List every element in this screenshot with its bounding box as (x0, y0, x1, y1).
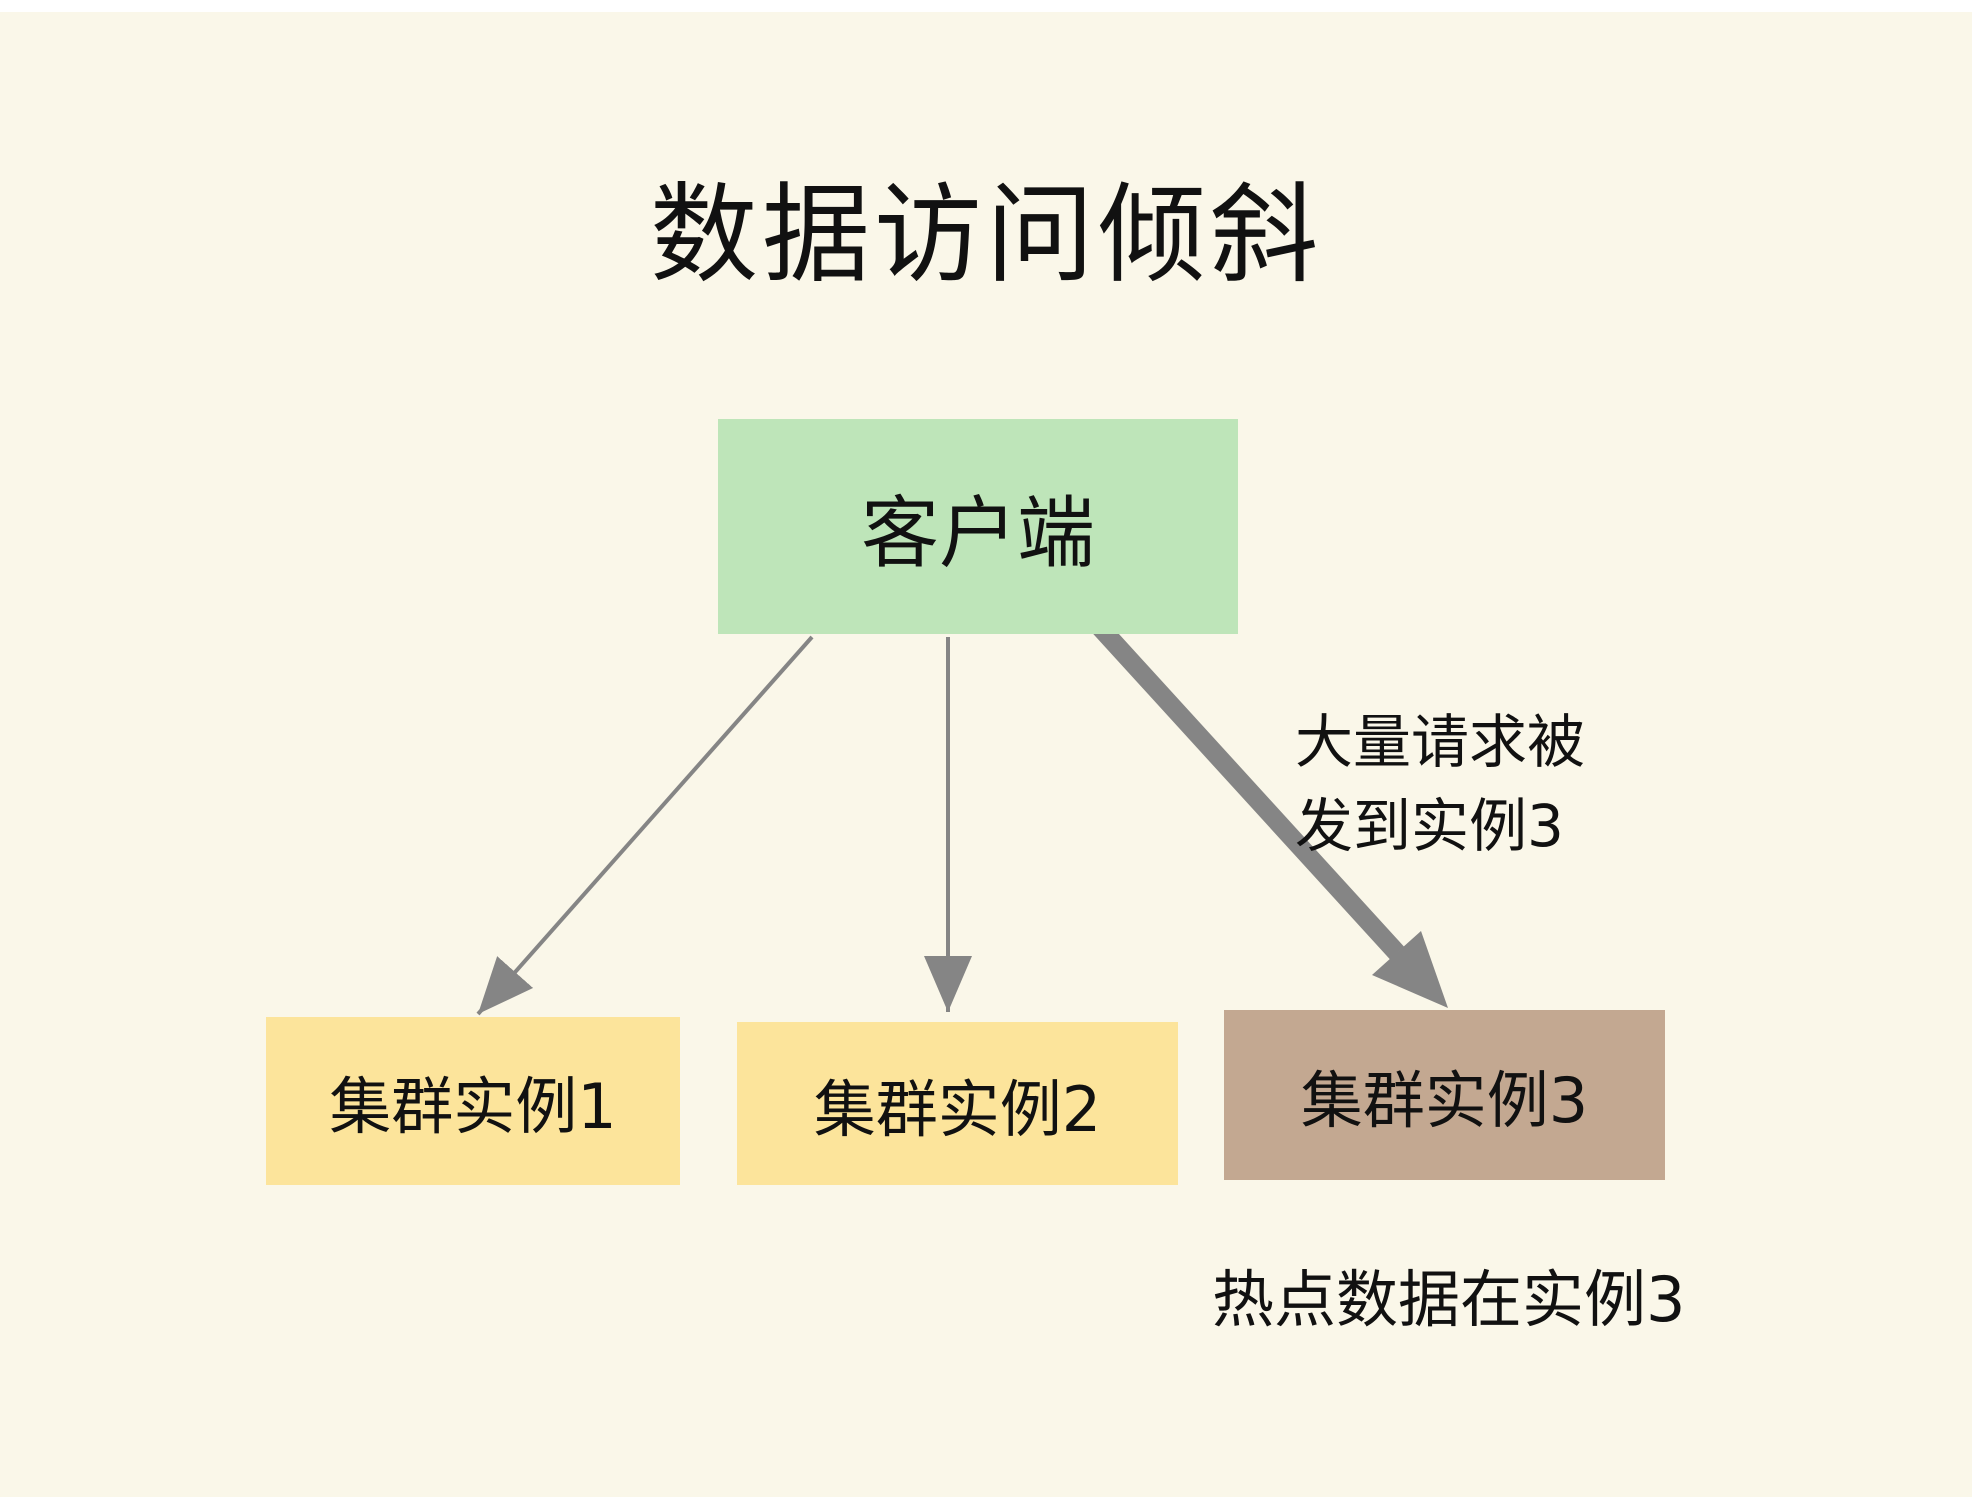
top-white-strip (0, 0, 1972, 12)
instance-3-box: 集群实例3 (1224, 1010, 1665, 1180)
diagram-title: 数据访问倾斜 (649, 173, 1322, 298)
instance-1-label: 集群实例1 (329, 1070, 617, 1143)
arrow-client-to-instance-1-icon (476, 635, 814, 1016)
client-box: 客户端 (718, 419, 1238, 634)
instance-3-label: 集群实例3 (1300, 1064, 1589, 1137)
heavy-requests-annotation: 大量请求被 发到实例3 (1295, 708, 1586, 861)
instance-2-box: 集群实例2 (737, 1022, 1178, 1185)
instance-1-box: 集群实例1 (266, 1017, 680, 1185)
hot-data-annotation: 热点数据在实例3 (1212, 1263, 1686, 1336)
instance-2-label: 集群实例2 (813, 1072, 1102, 1146)
client-box-label: 客户端 (860, 488, 1095, 579)
